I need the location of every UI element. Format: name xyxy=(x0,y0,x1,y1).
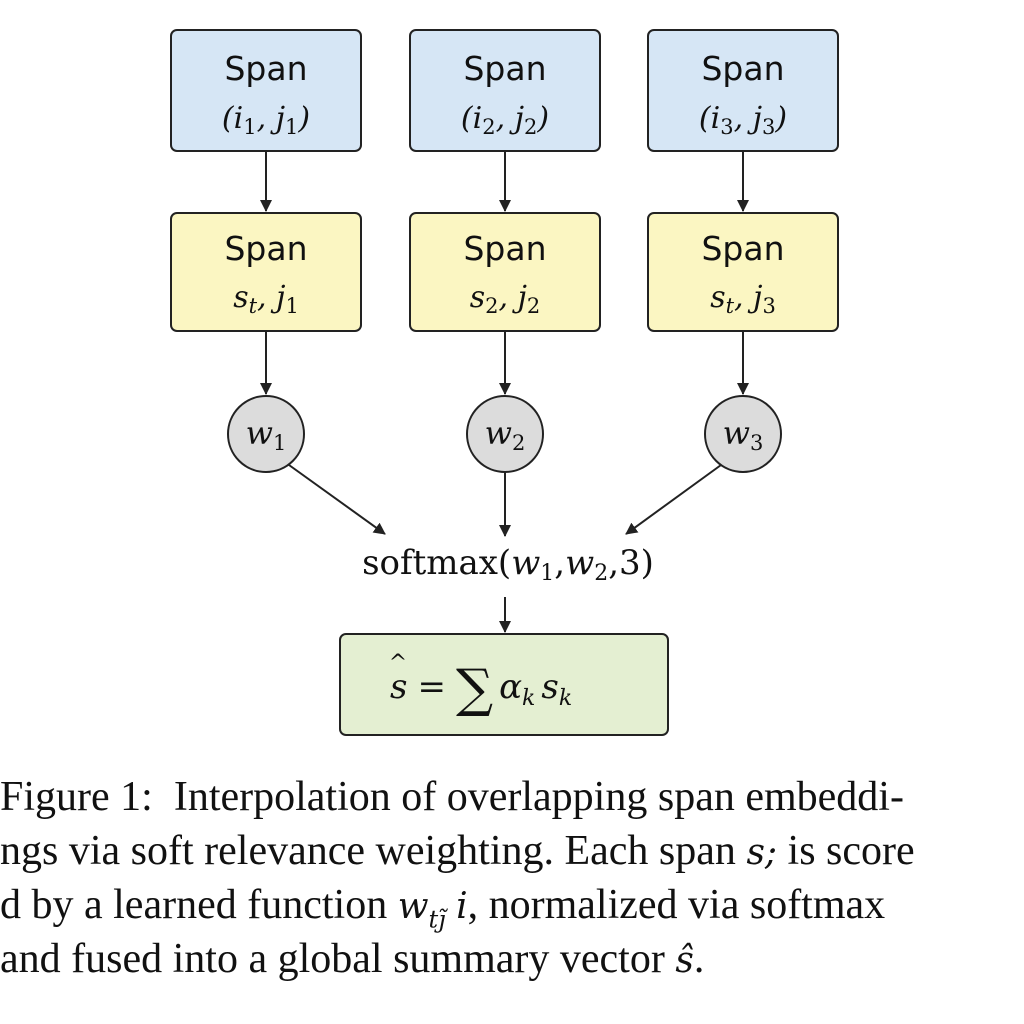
weight-node-1-label: w1 xyxy=(246,414,287,455)
caption-line-3-var: w xyxy=(397,886,429,927)
caption-line-2-var: s; xyxy=(746,832,778,873)
caption-line-3-pre: d by a learned function xyxy=(0,882,388,928)
score-span-1-expr: st, j1 xyxy=(233,280,299,318)
caption-line-1-text: Interpolation of overlapping span embedd… xyxy=(173,774,904,820)
score-span-1-title: Span xyxy=(224,229,307,268)
weight-node-3-circle xyxy=(704,395,782,473)
input-span-1-indices: (i1, j1) xyxy=(222,101,310,139)
input-span-2: Span (i2, j2) xyxy=(409,29,601,152)
input-span-3-indices: (i3, j3) xyxy=(699,101,787,139)
caption-figure-label: Figure 1: xyxy=(0,774,153,820)
weight-node-3: w3 xyxy=(704,395,782,473)
caption-line-2: ngs via soft relevance weighting. Each s… xyxy=(0,824,1024,878)
score-span-2-expr: s2, j2 xyxy=(470,280,541,318)
weight-node-1-circle xyxy=(227,395,305,473)
output-hat: ^ xyxy=(389,651,407,676)
caption-line-3: d by a learned function wtj̃ i, normaliz… xyxy=(0,878,1024,934)
softmax-expression: softmax(w1,w2,3) xyxy=(362,543,654,586)
score-span-1: Span st, j1 xyxy=(170,212,362,332)
weight-node-2: w2 xyxy=(466,395,544,473)
score-span-3-expr: st, j3 xyxy=(710,280,776,318)
score-span-3: Span st, j3 xyxy=(647,212,839,332)
input-span-3: Span (i3, j3) xyxy=(647,29,839,152)
caption-line-4-pre: and fused into a global summary vector xyxy=(0,936,665,982)
score-span-2: Span s2, j2 xyxy=(409,212,601,332)
caption-line-4: and fused into a global summary vector ŝ… xyxy=(0,932,1024,986)
input-span-1-title: Span xyxy=(224,49,307,88)
score-span-3-title: Span xyxy=(701,229,784,268)
caption-line-3-post: , normalized via softmax xyxy=(467,882,886,928)
input-span-2-indices: (i2, j2) xyxy=(461,101,549,139)
score-span-2-title: Span xyxy=(463,229,546,268)
output-box-rect xyxy=(339,633,669,736)
caption-line-2-pre: ngs via soft relevance weighting. Each s… xyxy=(0,828,736,874)
caption-line-2-post: is score xyxy=(787,828,915,874)
weight-node-3-label: w3 xyxy=(723,414,764,455)
caption-line-4-var: ŝ xyxy=(675,940,694,981)
weight-node-2-label: w2 xyxy=(485,414,526,455)
input-span-1: Span (i1, j1) xyxy=(170,29,362,152)
architecture-diagram: Span (i1, j1) Span (i2, j2) Span (i3, j3… xyxy=(170,29,839,736)
input-span-2-title: Span xyxy=(463,49,546,88)
input-span-3-title: Span xyxy=(701,49,784,88)
arrow-weight-1-to-softmax xyxy=(288,464,386,535)
caption-line-1: Figure 1: Interpolation of overlapping s… xyxy=(0,770,1024,824)
figure-caption: Figure 1: Interpolation of overlapping s… xyxy=(0,770,1024,986)
caption-line-4-post: . xyxy=(693,936,705,982)
arrow-weight-3-to-softmax xyxy=(625,464,722,535)
weight-node-1: w1 xyxy=(227,395,305,473)
caption-line-3-sub: tj̃ xyxy=(428,905,446,934)
caption-line-3-var2: i xyxy=(456,886,468,927)
